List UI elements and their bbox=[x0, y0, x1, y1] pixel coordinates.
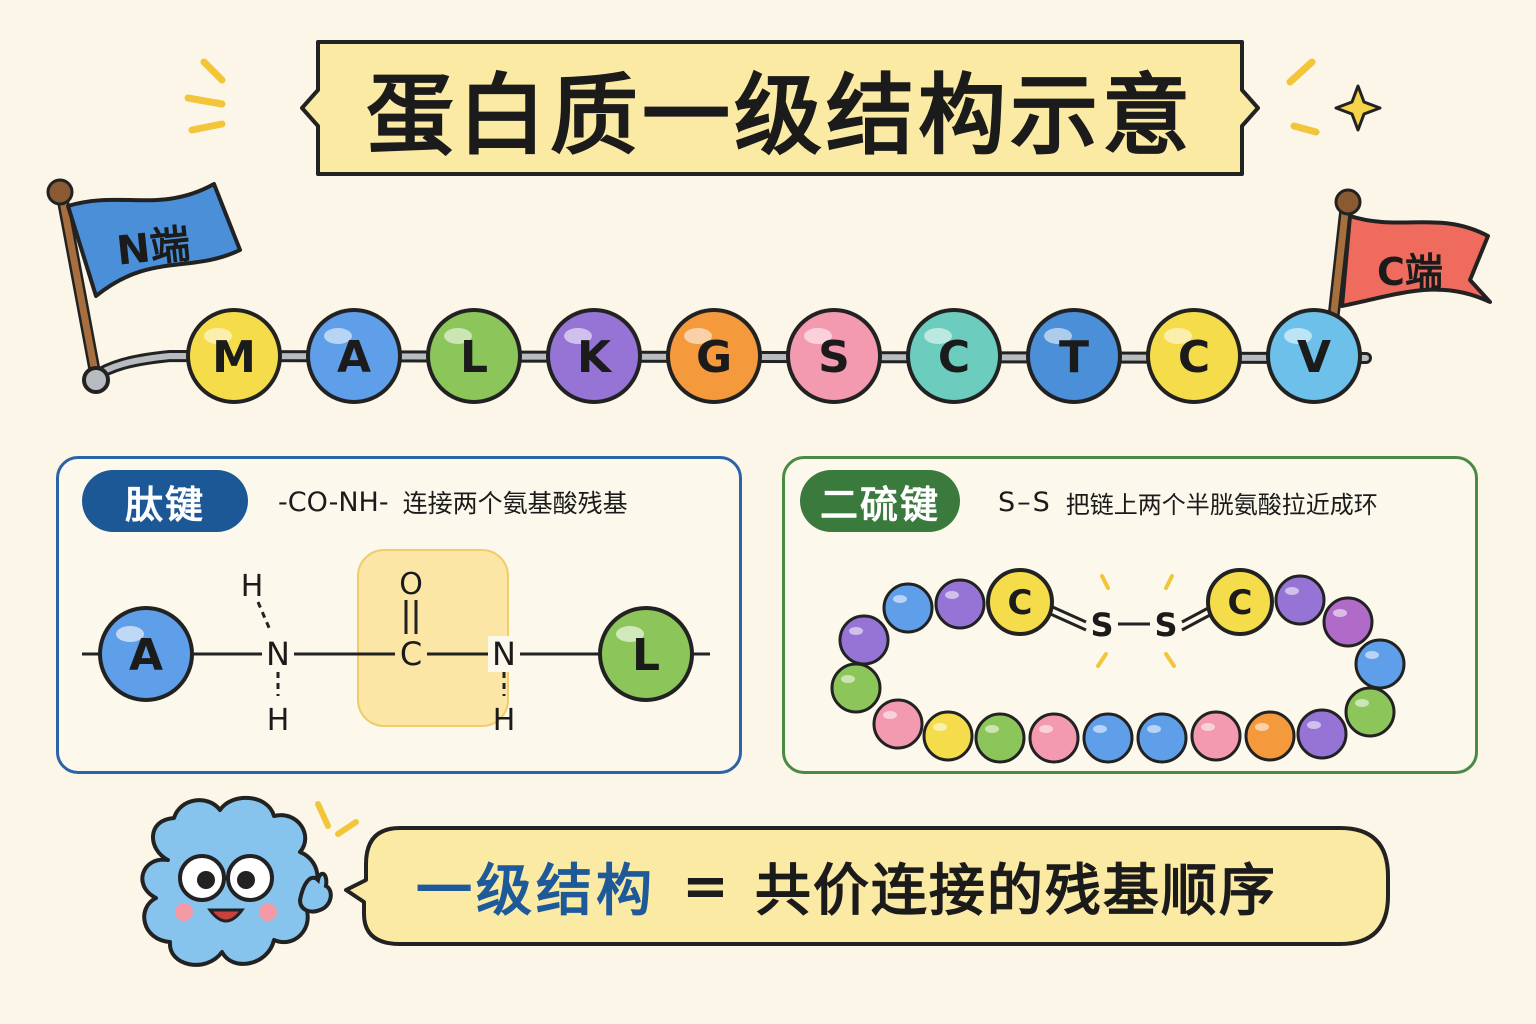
ring-residue-highlight bbox=[841, 675, 855, 683]
disulfide-ring-diagram: C C S S bbox=[830, 568, 1406, 764]
chain-residue-highlight bbox=[804, 328, 832, 344]
summary-statement: 一级结构 = 共价连接的残基顺序 bbox=[416, 840, 1376, 932]
sparkle-right-icon bbox=[1286, 58, 1382, 136]
cysteine-1-letter: C bbox=[1008, 583, 1033, 623]
sparkle-left-icon bbox=[184, 58, 226, 134]
chain-residue-letter: G bbox=[696, 332, 732, 383]
chain-residue-letter: V bbox=[1297, 332, 1331, 383]
chain-residue-letter: M bbox=[212, 332, 256, 383]
mascot-cloud-icon bbox=[140, 795, 359, 967]
ring-residue-highlight bbox=[1333, 609, 1347, 617]
chain-residue-highlight bbox=[1164, 328, 1192, 344]
ring-residue-highlight bbox=[893, 595, 907, 603]
ring-residue-highlight bbox=[1147, 725, 1161, 733]
summary-definition: 共价连接的残基顺序 bbox=[754, 858, 1277, 924]
sulfur-2: S bbox=[1154, 606, 1177, 644]
chain-residue-letter: C bbox=[938, 332, 970, 383]
ring-residue bbox=[1296, 708, 1348, 760]
chain-residue-highlight bbox=[924, 328, 952, 344]
summary-equals: = bbox=[682, 853, 729, 919]
summary-term: 一级结构 bbox=[416, 858, 656, 924]
chain-residue-letter: T bbox=[1059, 332, 1089, 383]
ring-residue-highlight bbox=[945, 591, 959, 599]
peptide-residue-right-letter: L bbox=[632, 630, 660, 681]
peptide-residue-left-letter: A bbox=[129, 630, 163, 681]
ring-residue-highlight bbox=[1285, 587, 1299, 595]
c-terminus-flag bbox=[1322, 188, 1492, 372]
chain-residue-highlight bbox=[204, 328, 232, 344]
c-terminus-label: C端 bbox=[1377, 249, 1443, 294]
chain-residue-highlight bbox=[324, 328, 352, 344]
ring-residue-highlight bbox=[1039, 725, 1053, 733]
ring-residue bbox=[1354, 638, 1406, 690]
chain-residue-highlight bbox=[1284, 328, 1312, 344]
chain-residue-highlight bbox=[684, 328, 712, 344]
ring-residue bbox=[922, 710, 974, 762]
title-banner bbox=[300, 40, 1260, 176]
ring-residue-highlight bbox=[985, 725, 999, 733]
ring-residue-highlight bbox=[933, 723, 947, 731]
ring-residue bbox=[1028, 712, 1080, 764]
chain-residue-highlight bbox=[564, 328, 592, 344]
ring-residue bbox=[974, 712, 1026, 764]
ring-residue bbox=[934, 578, 986, 630]
ring-residue-highlight bbox=[1307, 721, 1321, 729]
chain-residue-letter: L bbox=[460, 332, 488, 383]
ring-residue-highlight bbox=[1093, 725, 1107, 733]
atom-n2: N bbox=[492, 635, 516, 673]
ring-residue-highlight bbox=[1355, 699, 1369, 707]
atom-n1: N bbox=[266, 635, 290, 673]
disulfide-bond-code: S–S bbox=[998, 486, 1052, 518]
disulfide-bond-text: 把链上两个半胱氨酸拉近成环 bbox=[1065, 490, 1378, 519]
page-title: 蛋白质一级结构示意 bbox=[365, 63, 1194, 167]
ring-residue-highlight bbox=[1255, 723, 1269, 731]
chain-residue-highlight bbox=[1044, 328, 1072, 344]
summary-bubble bbox=[344, 826, 1390, 946]
peptide-bond-diagram: A L H N H O C N H bbox=[82, 549, 710, 738]
ring-residue bbox=[1082, 712, 1134, 764]
ring-residue bbox=[1274, 574, 1326, 626]
ring-residue bbox=[1322, 596, 1374, 648]
chain-residue-letter: K bbox=[577, 332, 613, 383]
sulfur-1: S bbox=[1090, 606, 1113, 644]
n-terminus-label: N端 bbox=[114, 221, 193, 275]
ring-residue bbox=[1190, 710, 1242, 762]
ring-residue bbox=[1136, 712, 1188, 764]
ring-residue bbox=[1344, 686, 1396, 738]
atom-h-bottom2: H bbox=[493, 703, 516, 738]
atom-c: C bbox=[400, 635, 422, 673]
chain-residue-highlight bbox=[444, 328, 472, 344]
disulfide-bond-description: S–S 把链上两个半胱氨酸拉近成环 bbox=[998, 478, 1378, 526]
chain-residue-letter: A bbox=[337, 332, 371, 383]
cysteine-2-letter: C bbox=[1228, 583, 1253, 623]
atom-o: O bbox=[399, 567, 423, 602]
chain-residue-letter: C bbox=[1178, 332, 1210, 383]
peptide-bond-description: -CO-NH- 连接两个氨基酸残基 bbox=[278, 478, 628, 526]
ring-residue bbox=[838, 614, 890, 666]
ring-residue-highlight bbox=[1201, 723, 1215, 731]
ring-residue-highlight bbox=[1365, 651, 1379, 659]
ring-residue bbox=[882, 582, 934, 634]
disulfide-bond-label: 二硫键 bbox=[800, 470, 960, 532]
peptide-bond-code: -CO-NH- bbox=[278, 486, 389, 518]
ring-residue-highlight bbox=[849, 627, 863, 635]
atom-h-bottom1: H bbox=[267, 703, 290, 738]
peptide-bond-text: 连接两个氨基酸残基 bbox=[402, 489, 628, 518]
atom-h-top: H bbox=[241, 569, 264, 604]
n-terminus-flag bbox=[46, 178, 242, 384]
peptide-bond-label: 肽键 bbox=[82, 470, 248, 532]
ring-residue bbox=[872, 698, 924, 750]
ring-residue bbox=[830, 662, 882, 714]
ring-residue bbox=[1244, 710, 1296, 762]
ring-residue-highlight bbox=[883, 711, 897, 719]
chain-residue-letter: S bbox=[818, 332, 850, 383]
